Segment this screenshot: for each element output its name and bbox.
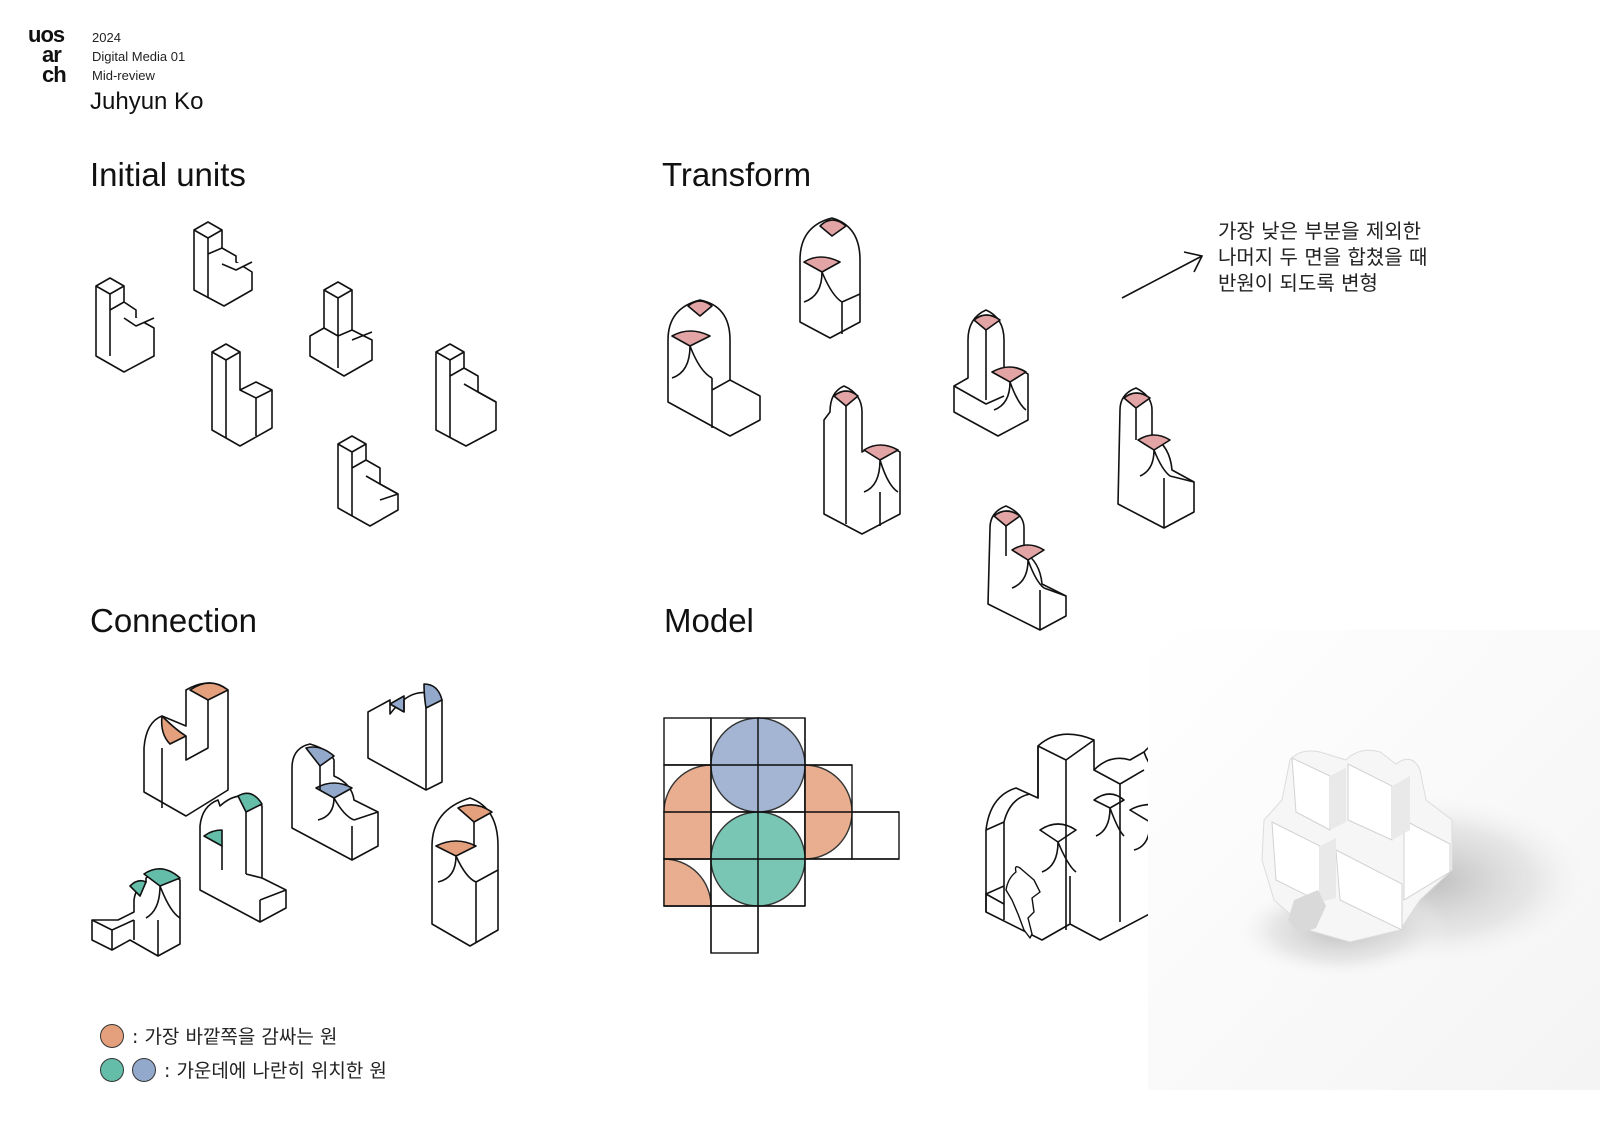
note-arrow-icon	[1121, 251, 1204, 299]
transformed-unit	[953, 309, 1029, 437]
unit-block	[211, 343, 273, 447]
model-plan-group	[663, 717, 900, 954]
connected-unit	[91, 868, 181, 957]
connection-group	[91, 682, 499, 957]
legend-row-outer: : 가장 바깥쪽을 감싸는 원	[100, 1022, 337, 1049]
unit-block	[435, 343, 497, 447]
transform-units-group	[667, 217, 1195, 631]
transformed-unit	[1117, 387, 1195, 529]
logo-line-1: uos	[28, 22, 65, 47]
section-title-connection: Connection	[90, 602, 257, 639]
unit-block	[337, 435, 399, 527]
unit-block	[193, 221, 253, 307]
legend-blue-dot-icon	[132, 1057, 156, 1082]
review-label: Mid-review	[92, 68, 155, 83]
transformed-unit	[823, 385, 901, 535]
year-label: 2024	[92, 30, 121, 45]
connected-unit	[431, 797, 499, 947]
section-title-model: Model	[664, 602, 754, 639]
logo-line-2: ar	[42, 42, 62, 67]
model-render-group	[1148, 630, 1600, 1090]
section-title-transform: Transform	[662, 156, 812, 193]
connected-unit	[143, 682, 229, 817]
model-isometric-group	[985, 733, 1177, 941]
uos-arch-logo: uos ar ch	[26, 24, 86, 88]
connected-unit	[199, 792, 287, 923]
transform-note: 가장 낮은 부분을 제외한 나머지 두 면을 합쳤을 때 반원이 되도록 변형	[1218, 219, 1428, 295]
legend-green-dot-icon	[100, 1057, 124, 1082]
transformed-unit	[987, 505, 1067, 631]
section-title-initial-units: Initial units	[90, 156, 246, 193]
legend-label-middle: : 가운데에 나란히 위치한 원	[164, 1060, 387, 1082]
connected-unit	[367, 683, 443, 791]
course-label: Digital Media 01	[92, 49, 186, 64]
legend-label-outer: : 가장 바깥쪽을 감싸는 원	[132, 1026, 338, 1048]
initial-units-group	[95, 221, 497, 527]
connected-unit	[291, 743, 379, 861]
author-name: Juhyun Ko	[90, 88, 204, 115]
transformed-unit	[667, 299, 761, 437]
legend-orange-dot-icon	[100, 1023, 124, 1048]
legend-row-middle: : 가운데에 나란히 위치한 원	[100, 1056, 387, 1083]
transformed-unit	[799, 217, 861, 339]
logo-line-3: ch	[42, 62, 67, 87]
unit-block	[95, 277, 155, 373]
unit-block	[309, 281, 373, 377]
